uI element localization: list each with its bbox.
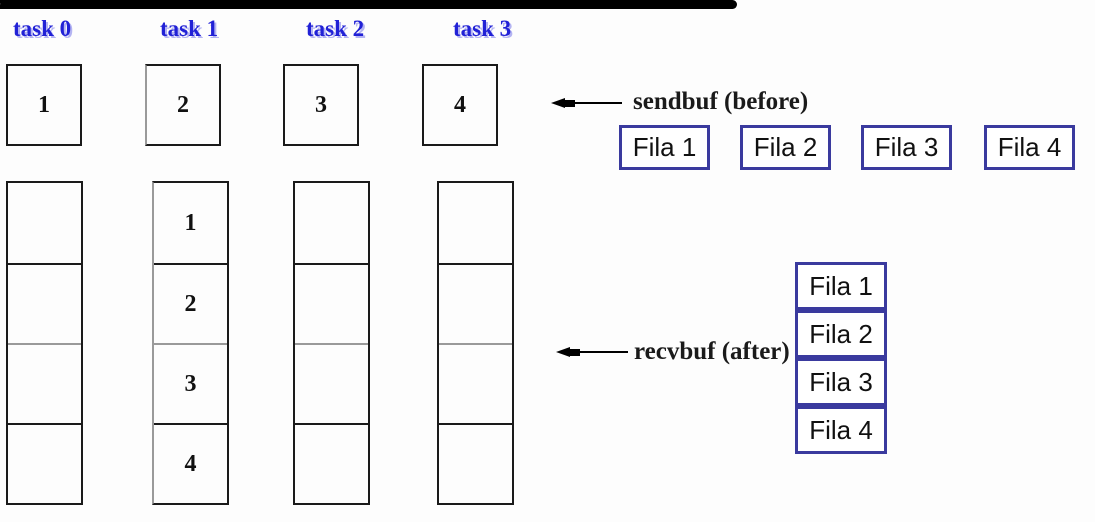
fila-row-label: Fila 3 bbox=[874, 132, 939, 162]
fila-row-label: Fila 4 bbox=[997, 132, 1062, 162]
recvbuf-cell bbox=[439, 343, 512, 423]
sendbuf-arrow-line bbox=[564, 102, 622, 104]
recvbuf-column-task3 bbox=[437, 181, 514, 505]
sendbuf-value: 2 bbox=[177, 91, 189, 118]
sendbuf-box-task0: 1 bbox=[6, 64, 82, 146]
recvbuf-cell bbox=[439, 423, 512, 503]
recvbuf-arrow-line bbox=[569, 351, 628, 353]
task-0-label: task 0 bbox=[13, 16, 72, 41]
sendbuf-box-task1: 2 bbox=[145, 64, 221, 146]
sendbuf-arrow-label: sendbuf (before) bbox=[633, 88, 809, 115]
recvbuf-column-task1: 1 2 3 4 bbox=[152, 181, 229, 505]
sendbuf-value: 3 bbox=[315, 91, 327, 118]
task-3-label: task 3 bbox=[453, 16, 512, 41]
fila-row-box-3: Fila 3 bbox=[861, 125, 952, 170]
recvbuf-cell: 4 bbox=[154, 423, 227, 503]
recvbuf-cell bbox=[295, 183, 368, 263]
sendbuf-box-task2: 3 bbox=[283, 64, 359, 146]
fila-row-label: Fila 2 bbox=[753, 132, 818, 162]
fila-row-box-4: Fila 4 bbox=[984, 125, 1075, 170]
task-1-label: task 1 bbox=[160, 16, 219, 41]
recvbuf-cell bbox=[8, 343, 81, 423]
fila-stack-label: Fila 3 bbox=[809, 366, 873, 397]
sendbuf-value: 1 bbox=[38, 91, 50, 118]
fila-stack-box-2: Fila 2 bbox=[795, 310, 887, 358]
recvbuf-cell bbox=[8, 263, 81, 343]
recvbuf-arrow-label: recvbuf (after) bbox=[634, 338, 790, 365]
recvbuf-column-task2 bbox=[293, 181, 370, 505]
recvbuf-column-task0 bbox=[6, 181, 83, 505]
fila-stack-box-1: Fila 1 bbox=[795, 262, 887, 310]
sendbuf-box-task3: 4 bbox=[422, 64, 498, 146]
fila-row-box-1: Fila 1 bbox=[619, 125, 710, 170]
recvbuf-cell bbox=[8, 423, 81, 503]
fila-stack-label: Fila 2 bbox=[809, 318, 873, 349]
fila-stack-label: Fila 4 bbox=[809, 414, 873, 445]
sendbuf-value: 4 bbox=[454, 91, 466, 118]
fila-stack-box-4: Fila 4 bbox=[795, 406, 887, 454]
fila-stack-label: Fila 1 bbox=[809, 270, 873, 301]
recvbuf-cell: 3 bbox=[154, 343, 227, 423]
recvbuf-cell bbox=[439, 183, 512, 263]
fila-row-label: Fila 1 bbox=[632, 132, 697, 162]
sendbuf-arrow-head bbox=[551, 98, 565, 108]
task-2-label: task 2 bbox=[306, 16, 365, 41]
recvbuf-cell bbox=[439, 263, 512, 343]
recvbuf-arrow-head bbox=[556, 347, 570, 357]
fila-stack-box-3: Fila 3 bbox=[795, 358, 887, 406]
recvbuf-cell: 2 bbox=[154, 263, 227, 343]
recvbuf-cell bbox=[295, 263, 368, 343]
recvbuf-cell bbox=[8, 183, 81, 263]
recvbuf-cell bbox=[295, 343, 368, 423]
recvbuf-cell: 1 bbox=[184, 209, 197, 236]
fila-row-box-2: Fila 2 bbox=[740, 125, 831, 170]
recvbuf-cell bbox=[295, 423, 368, 503]
bottom-edge-bar bbox=[0, 0, 737, 9]
